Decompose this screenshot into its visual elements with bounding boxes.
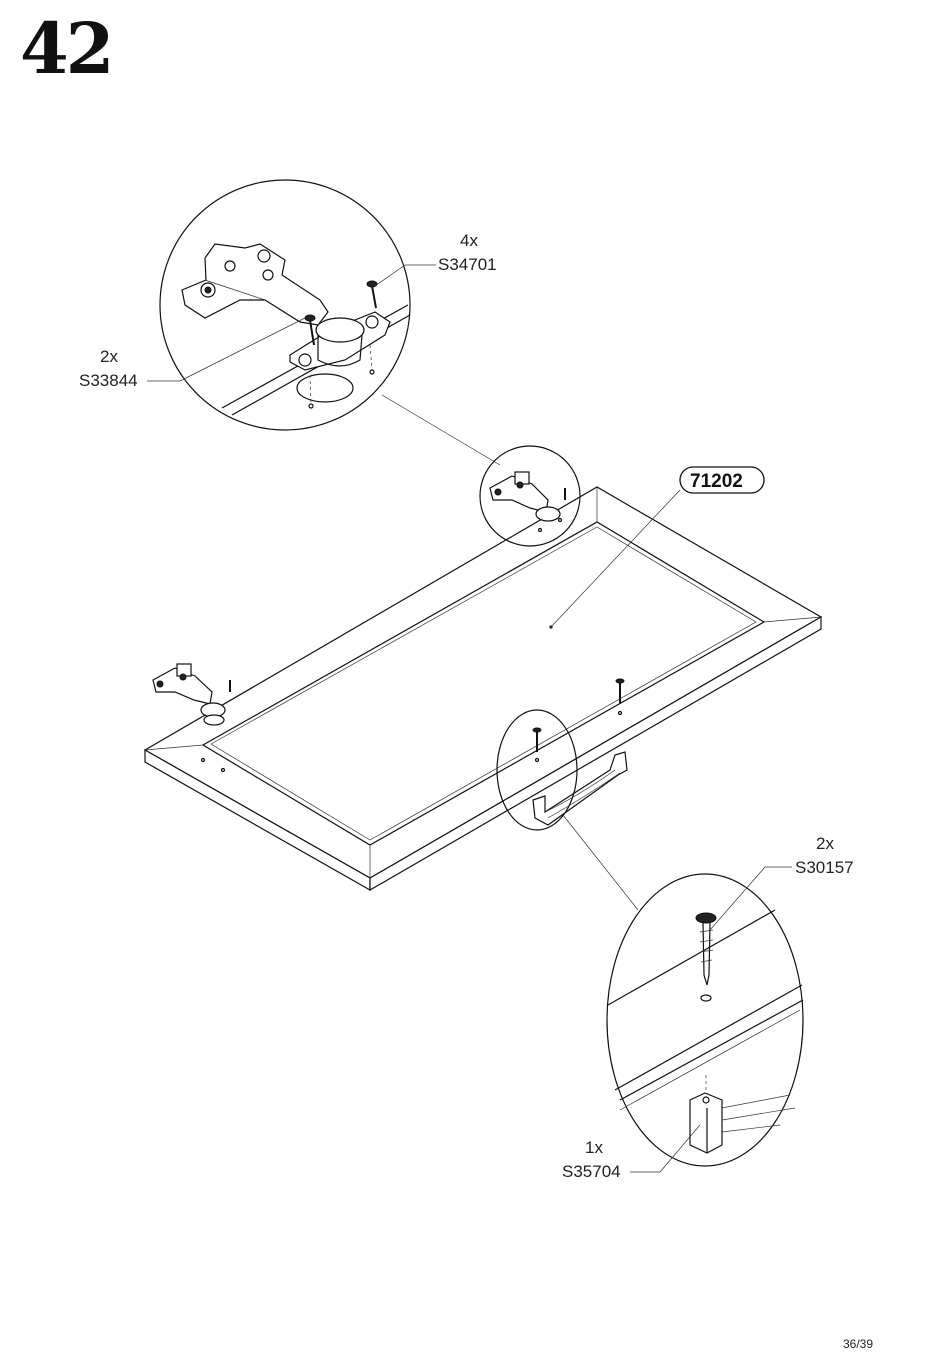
connector-top <box>382 395 500 465</box>
screws-handle-qty: 2x <box>816 834 834 853</box>
zoom-hinge <box>160 180 410 430</box>
handle-code: S35704 <box>562 1162 621 1181</box>
hinge-qty: 2x <box>100 347 118 366</box>
screws-handle-code: S30157 <box>795 858 854 877</box>
screws-top-code: S34701 <box>438 255 497 274</box>
door-panel <box>145 487 821 890</box>
zoom-handle <box>607 874 803 1166</box>
handle-qty: 1x <box>585 1138 603 1157</box>
hinge-left-small <box>153 664 230 725</box>
page-number: 36/39 <box>843 1337 873 1351</box>
part-id: 71202 <box>690 471 743 492</box>
screws-top-qty: 4x <box>460 231 478 250</box>
hinge-top-small <box>490 472 565 521</box>
connector-handle <box>563 815 638 910</box>
hinge-code: S33844 <box>79 371 138 390</box>
